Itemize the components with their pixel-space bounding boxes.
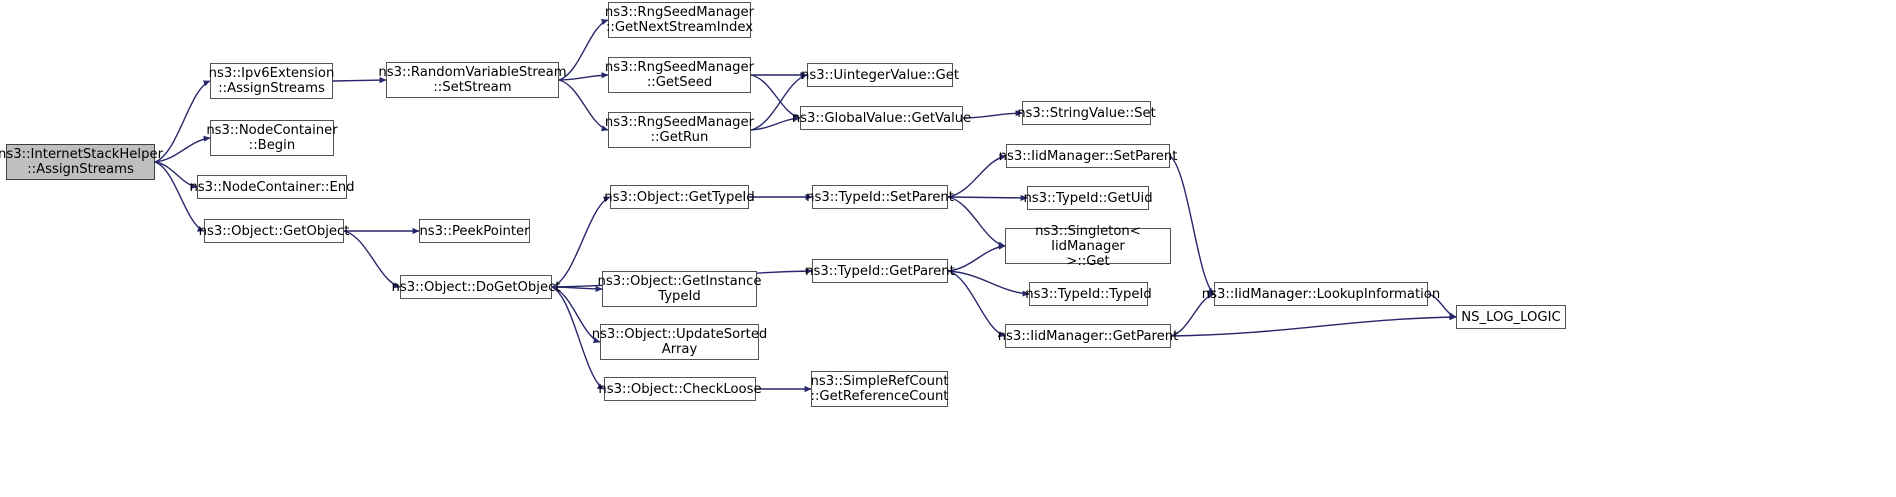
graph-node-rngseedmanager-getrun[interactable]: ns3::RngSeedManager ::GetRun — [605, 112, 754, 148]
graph-node-stringvalue-set[interactable]: ns3::StringValue::Set — [1017, 101, 1156, 125]
graph-node-typeid-typeid[interactable]: ns3::TypeId::TypeId — [1025, 282, 1152, 306]
graph-node-singleton-iidmanager-get[interactable]: ns3::Singleton< IidManager >::Get — [1005, 224, 1171, 269]
graph-edge-typeid-getparent--to--singleton-iidmanager-get — [947, 243, 1006, 272]
graph-edge-typeid-setparent--to--singleton-iidmanager-get — [947, 196, 1006, 248]
graph-edge-typeid-getparent--to--iidmanager-getparent — [947, 270, 1006, 338]
graph-edge-internetstackhelper-assignstreams--to--nodecontainer-begin — [154, 135, 211, 163]
graph-node-object-dogetobject[interactable]: ns3::Object::DoGetObject — [391, 275, 561, 299]
graph-node-object-getinstancetypeid[interactable]: ns3::Object::GetInstance TypeId — [598, 271, 761, 307]
graph-node-nodecontainer-end[interactable]: ns3::NodeContainer::End — [189, 175, 355, 199]
graph-node-simplerefcount-getreferencecount[interactable]: ns3::SimpleRefCount ::GetReferenceCount — [810, 371, 949, 407]
graph-node-ipv6extension-assignstreams[interactable]: ns3::Ipv6Extension ::AssignStreams — [209, 63, 334, 99]
graph-node-ns-log-logic[interactable]: NS_LOG_LOGIC — [1456, 305, 1566, 329]
graph-node-rngseedmanager-getseed[interactable]: ns3::RngSeedManager ::GetSeed — [605, 57, 754, 93]
graph-node-object-getobject[interactable]: ns3::Object::GetObject — [199, 219, 349, 243]
graph-node-globalvalue-getvalue[interactable]: ns3::GlobalValue::GetValue — [792, 106, 971, 130]
graph-node-iidmanager-setparent[interactable]: ns3::IidManager::SetParent — [999, 144, 1177, 168]
graph-node-typeid-getparent[interactable]: ns3::TypeId::GetParent — [805, 259, 955, 283]
graph-node-object-gettypeid[interactable]: ns3::Object::GetTypeId — [604, 185, 755, 209]
graph-edge-typeid-getparent--to--typeid-typeid — [947, 270, 1030, 297]
graph-node-object-updatesortedarray[interactable]: ns3::Object::UpdateSorted Array — [592, 324, 767, 360]
graph-node-iidmanager-lookupinformation[interactable]: ns3::IidManager::LookupInformation — [1202, 282, 1440, 306]
graph-edge-iidmanager-getparent--to--ns-log-logic — [1170, 314, 1457, 337]
graph-edge-internetstackhelper-assignstreams--to--ipv6extension-assignstreams — [154, 80, 211, 163]
graph-node-typeid-getuid[interactable]: ns3::TypeId::GetUid — [1023, 186, 1153, 210]
graph-edge-typeid-setparent--to--typeid-getuid — [947, 194, 1028, 201]
graph-node-object-checkloose[interactable]: ns3::Object::CheckLoose — [598, 377, 762, 401]
graph-node-typeid-setparent[interactable]: ns3::TypeId::SetParent — [806, 185, 954, 209]
graph-node-nodecontainer-begin[interactable]: ns3::NodeContainer ::Begin — [206, 120, 338, 156]
graph-node-randomvariablestream-setstream[interactable]: ns3::RandomVariableStream ::SetStream — [378, 62, 567, 98]
graph-edge-iidmanager-setparent--to--iidmanager-lookupinformation — [1169, 155, 1215, 295]
graph-node-iidmanager-getparent[interactable]: ns3::IidManager::GetParent — [998, 324, 1178, 348]
graph-edge-typeid-setparent--to--iidmanager-setparent — [947, 154, 1007, 198]
graph-node-uintegervalue-get[interactable]: ns3::UintegerValue::Get — [801, 63, 959, 87]
graph-node-peekpointer[interactable]: ns3::PeekPointer — [419, 219, 530, 243]
graph-node-rngseedmanager-getnextstreamindex[interactable]: ns3::RngSeedManager ::GetNextStreamIndex — [605, 2, 754, 38]
graph-edge-globalvalue-getvalue--to--stringvalue-set — [962, 110, 1023, 119]
graph-node-internetstackhelper-assignstreams: ns3::InternetStackHelper ::AssignStreams — [0, 144, 163, 180]
